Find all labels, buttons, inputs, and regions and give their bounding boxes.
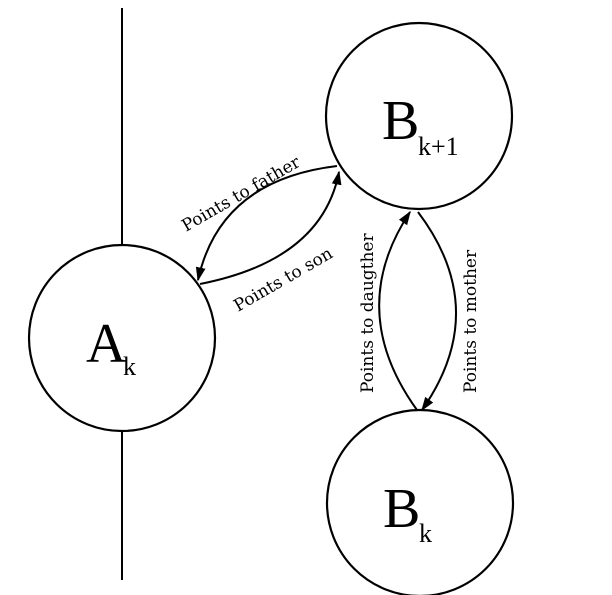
node-b-k: B k	[325, 408, 515, 595]
label-points-to-daughter: Points to daugther	[358, 233, 378, 393]
node-b-upper-index: k+1	[418, 132, 459, 161]
node-a-index: k	[123, 352, 136, 381]
label-points-to-mother: Points to mother	[461, 249, 481, 393]
node-b-lower-letter: B	[383, 478, 420, 540]
label-points-to-father: Points to father	[179, 152, 305, 236]
edge-father-arrow	[195, 165, 338, 282]
node-a-k: A k	[27, 243, 217, 433]
node-b-k-plus-1: B k+1	[324, 21, 514, 211]
node-b-upper-letter: B	[382, 90, 419, 152]
edge-son-arrow	[199, 170, 342, 285]
edge-daughter-arrow	[378, 210, 418, 411]
label-points-to-son: Points to son	[231, 244, 337, 317]
edge-mother-arrow	[417, 211, 457, 412]
node-b-lower-index: k	[419, 519, 432, 548]
node-a-letter: A	[86, 313, 127, 375]
